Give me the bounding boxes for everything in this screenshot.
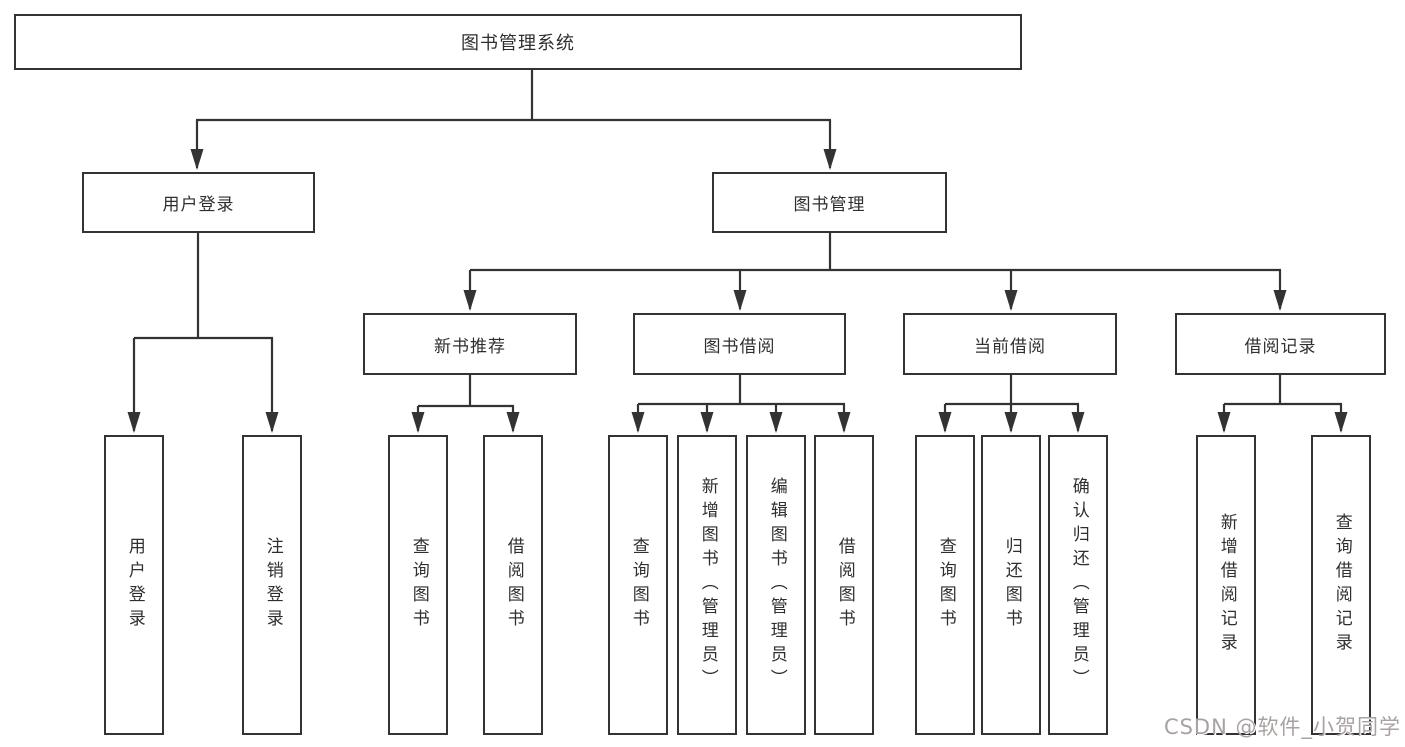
node-book-management: 图书管理 — [712, 172, 947, 233]
node-query-books-recommend: 查询图书 — [388, 435, 448, 735]
node-logout: 注销登录 — [242, 435, 302, 735]
node-borrow-records: 借阅记录 — [1175, 313, 1386, 375]
node-confirm-return-admin: 确认归还（管理员） — [1048, 435, 1108, 735]
node-user-login-leaf: 用户登录 — [104, 435, 164, 735]
node-query-books-borrow: 查询图书 — [608, 435, 668, 735]
node-query-borrow-record: 查询借阅记录 — [1311, 435, 1371, 735]
node-add-book-admin: 新增图书（管理员） — [677, 435, 737, 735]
node-return-book: 归还图书 — [981, 435, 1041, 735]
node-user-login: 用户登录 — [82, 172, 315, 233]
node-book-borrow: 图书借阅 — [633, 313, 846, 375]
node-borrow-books-leaf: 借阅图书 — [814, 435, 874, 735]
csdn-watermark: CSDN @软件_小贺同学 — [1163, 715, 1401, 739]
node-add-borrow-record: 新增借阅记录 — [1196, 435, 1256, 735]
node-edit-book-admin: 编辑图书（管理员） — [746, 435, 806, 735]
node-new-book-recommend: 新书推荐 — [363, 313, 577, 375]
node-library-system: 图书管理系统 — [14, 14, 1022, 70]
node-query-books-current: 查询图书 — [915, 435, 975, 735]
node-current-borrow: 当前借阅 — [903, 313, 1117, 375]
node-borrow-books-recommend: 借阅图书 — [483, 435, 543, 735]
